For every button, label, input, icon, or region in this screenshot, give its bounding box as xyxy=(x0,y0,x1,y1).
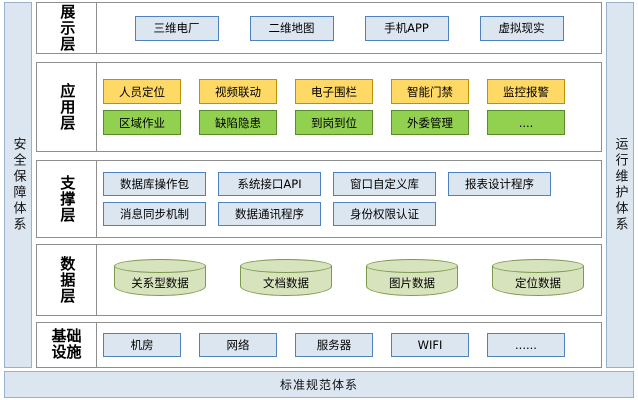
cylinder-top-icon xyxy=(240,259,332,273)
layer-presentation-label-cell: 展示层 xyxy=(37,3,97,53)
data-cylinder-row: 关系型数据 文档数据 图片数据 定位数据 xyxy=(103,256,595,304)
node-application-r2-0[interactable]: 区域作业 xyxy=(103,110,181,135)
support-row-2: 消息同步机制 数据通讯程序 身份权限认证 xyxy=(103,202,595,226)
node-application-r1-4[interactable]: 监控报警 xyxy=(487,79,565,104)
layer-data-body: 关系型数据 文档数据 图片数据 定位数据 xyxy=(97,245,601,315)
layer-data: 数据层 关系型数据 文档数据 图片数据 xyxy=(36,244,602,316)
cylinder-label-2: 图片数据 xyxy=(389,276,435,290)
layer-application-body: 人员定位 视频联动 电子围栏 智能门禁 监控报警 区域作业 缺陷隐患 到岗到位 … xyxy=(97,63,601,151)
node-support-r2-0[interactable]: 消息同步机制 xyxy=(103,202,206,226)
cylinder-database-1[interactable]: 文档数据 xyxy=(240,259,332,301)
node-application-r2-3[interactable]: 外委管理 xyxy=(391,110,469,135)
layer-support-body: 数据库操作包 系统接口API 窗口自定义库 报表设计程序 消息同步机制 数据通讯… xyxy=(97,161,601,237)
layer-infrastructure-label-cell: 基础设施 xyxy=(37,323,97,367)
layer-data-label-cell: 数据层 xyxy=(37,245,97,315)
node-presentation-0[interactable]: 三维电厂 xyxy=(134,15,219,41)
node-application-r1-3[interactable]: 智能门禁 xyxy=(391,79,469,104)
layer-infrastructure: 基础设施 机房 网络 服务器 WIFI ...... xyxy=(36,322,602,368)
layer-infrastructure-body: 机房 网络 服务器 WIFI ...... xyxy=(97,323,601,367)
cylinder-database-2[interactable]: 图片数据 xyxy=(366,259,458,301)
bottom-bar-standards-system: 标准规范体系 xyxy=(4,371,634,398)
cylinder-database-3[interactable]: 定位数据 xyxy=(492,259,584,301)
node-support-r1-0[interactable]: 数据库操作包 xyxy=(103,172,206,196)
node-infrastructure-1[interactable]: 网络 xyxy=(199,333,277,357)
layer-support-label-cell: 支撑层 xyxy=(37,161,97,237)
right-side-bar-label: 运行维护体系 xyxy=(612,137,628,233)
layer-support: 支撑层 数据库操作包 系统接口API 窗口自定义库 报表设计程序 消息同步机制 … xyxy=(36,160,602,238)
node-presentation-1[interactable]: 二维地图 xyxy=(249,15,334,41)
node-infrastructure-4[interactable]: ...... xyxy=(487,333,565,357)
cylinder-label-0: 关系型数据 xyxy=(131,276,189,290)
application-row-1: 人员定位 视频联动 电子围栏 智能门禁 监控报警 xyxy=(103,79,595,104)
node-presentation-3[interactable]: 虚拟现实 xyxy=(479,15,564,41)
layer-support-label: 支撑层 xyxy=(58,175,77,223)
application-row-2: 区域作业 缺陷隐患 到岗到位 外委管理 .... xyxy=(103,110,595,135)
cylinder-label-1: 文档数据 xyxy=(263,276,309,290)
cylinder-top-icon xyxy=(366,259,458,273)
support-row-1: 数据库操作包 系统接口API 窗口自定义库 报表设计程序 xyxy=(103,172,595,196)
node-support-r1-3[interactable]: 报表设计程序 xyxy=(448,172,551,196)
node-infrastructure-3[interactable]: WIFI xyxy=(391,333,469,357)
layer-data-label: 数据层 xyxy=(58,256,77,304)
node-support-r1-2[interactable]: 窗口自定义库 xyxy=(333,172,436,196)
layer-infrastructure-label: 基础设施 xyxy=(51,327,82,361)
layer-application-label-cell: 应用层 xyxy=(37,63,97,151)
layer-application-label: 应用层 xyxy=(58,83,77,131)
layer-presentation: 展示层 三维电厂 二维地图 手机APP 虚拟现实 xyxy=(36,2,602,54)
left-side-bar-security-system: 安全保障体系 xyxy=(4,2,32,368)
cylinder-database-0[interactable]: 关系型数据 xyxy=(114,259,206,301)
cylinder-label-3: 定位数据 xyxy=(515,276,561,290)
right-side-bar-operations-system: 运行维护体系 xyxy=(606,2,634,368)
node-application-r1-0[interactable]: 人员定位 xyxy=(103,79,181,104)
left-side-bar-label: 安全保障体系 xyxy=(10,137,26,233)
cylinder-top-icon xyxy=(114,259,206,273)
node-application-r2-1[interactable]: 缺陷隐患 xyxy=(199,110,277,135)
node-application-r2-4[interactable]: .... xyxy=(487,110,565,135)
node-support-r2-2[interactable]: 身份权限认证 xyxy=(333,202,436,226)
bottom-bar-label: 标准规范体系 xyxy=(279,378,358,392)
presentation-row: 三维电厂 二维地图 手机APP 虚拟现实 xyxy=(103,15,595,41)
node-infrastructure-0[interactable]: 机房 xyxy=(103,333,181,357)
layer-presentation-label: 展示层 xyxy=(58,4,77,52)
node-application-r2-2[interactable]: 到岗到位 xyxy=(295,110,373,135)
infrastructure-row: 机房 网络 服务器 WIFI ...... xyxy=(103,333,595,357)
node-application-r1-2[interactable]: 电子围栏 xyxy=(295,79,373,104)
node-presentation-2[interactable]: 手机APP xyxy=(364,15,449,41)
node-infrastructure-2[interactable]: 服务器 xyxy=(295,333,373,357)
layer-application: 应用层 人员定位 视频联动 电子围栏 智能门禁 监控报警 区域作业 缺陷隐患 到… xyxy=(36,62,602,152)
node-support-r1-1[interactable]: 系统接口API xyxy=(218,172,321,196)
layer-presentation-body: 三维电厂 二维地图 手机APP 虚拟现实 xyxy=(97,3,601,53)
node-application-r1-1[interactable]: 视频联动 xyxy=(199,79,277,104)
cylinder-top-icon xyxy=(492,259,584,273)
node-support-r2-1[interactable]: 数据通讯程序 xyxy=(218,202,321,226)
